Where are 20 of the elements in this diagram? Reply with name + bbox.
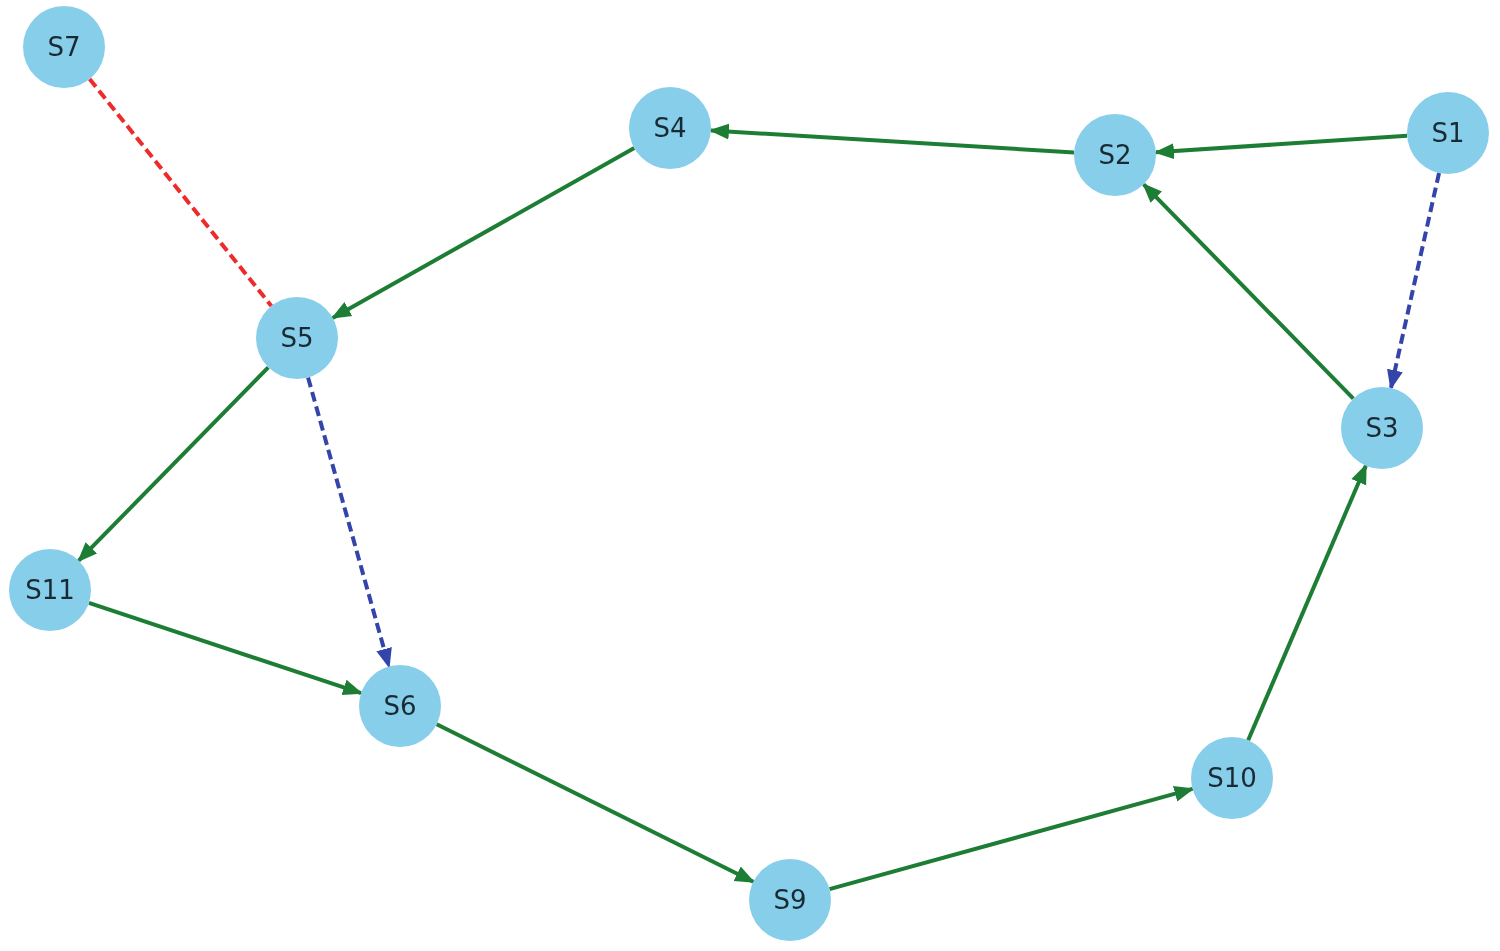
node-label: S1 [1431,116,1465,150]
arrow [1246,463,1368,742]
node-label: S4 [653,111,687,145]
arrow [708,123,1075,155]
node-label: S2 [1098,138,1132,172]
arrow [331,146,636,320]
arrow [1142,182,1355,401]
arrow [435,722,756,884]
node-label: S3 [1365,411,1399,445]
node-label: S5 [280,321,314,355]
arrow [1153,133,1408,160]
node-label: S9 [773,883,807,917]
node-label: S6 [383,689,417,723]
node-label: S10 [1207,761,1257,795]
arrow [88,601,363,696]
node-label: S11 [25,573,75,607]
connector-line [88,77,273,308]
arrow [1387,172,1441,390]
arrow [77,365,270,563]
node-label: S7 [47,30,81,64]
